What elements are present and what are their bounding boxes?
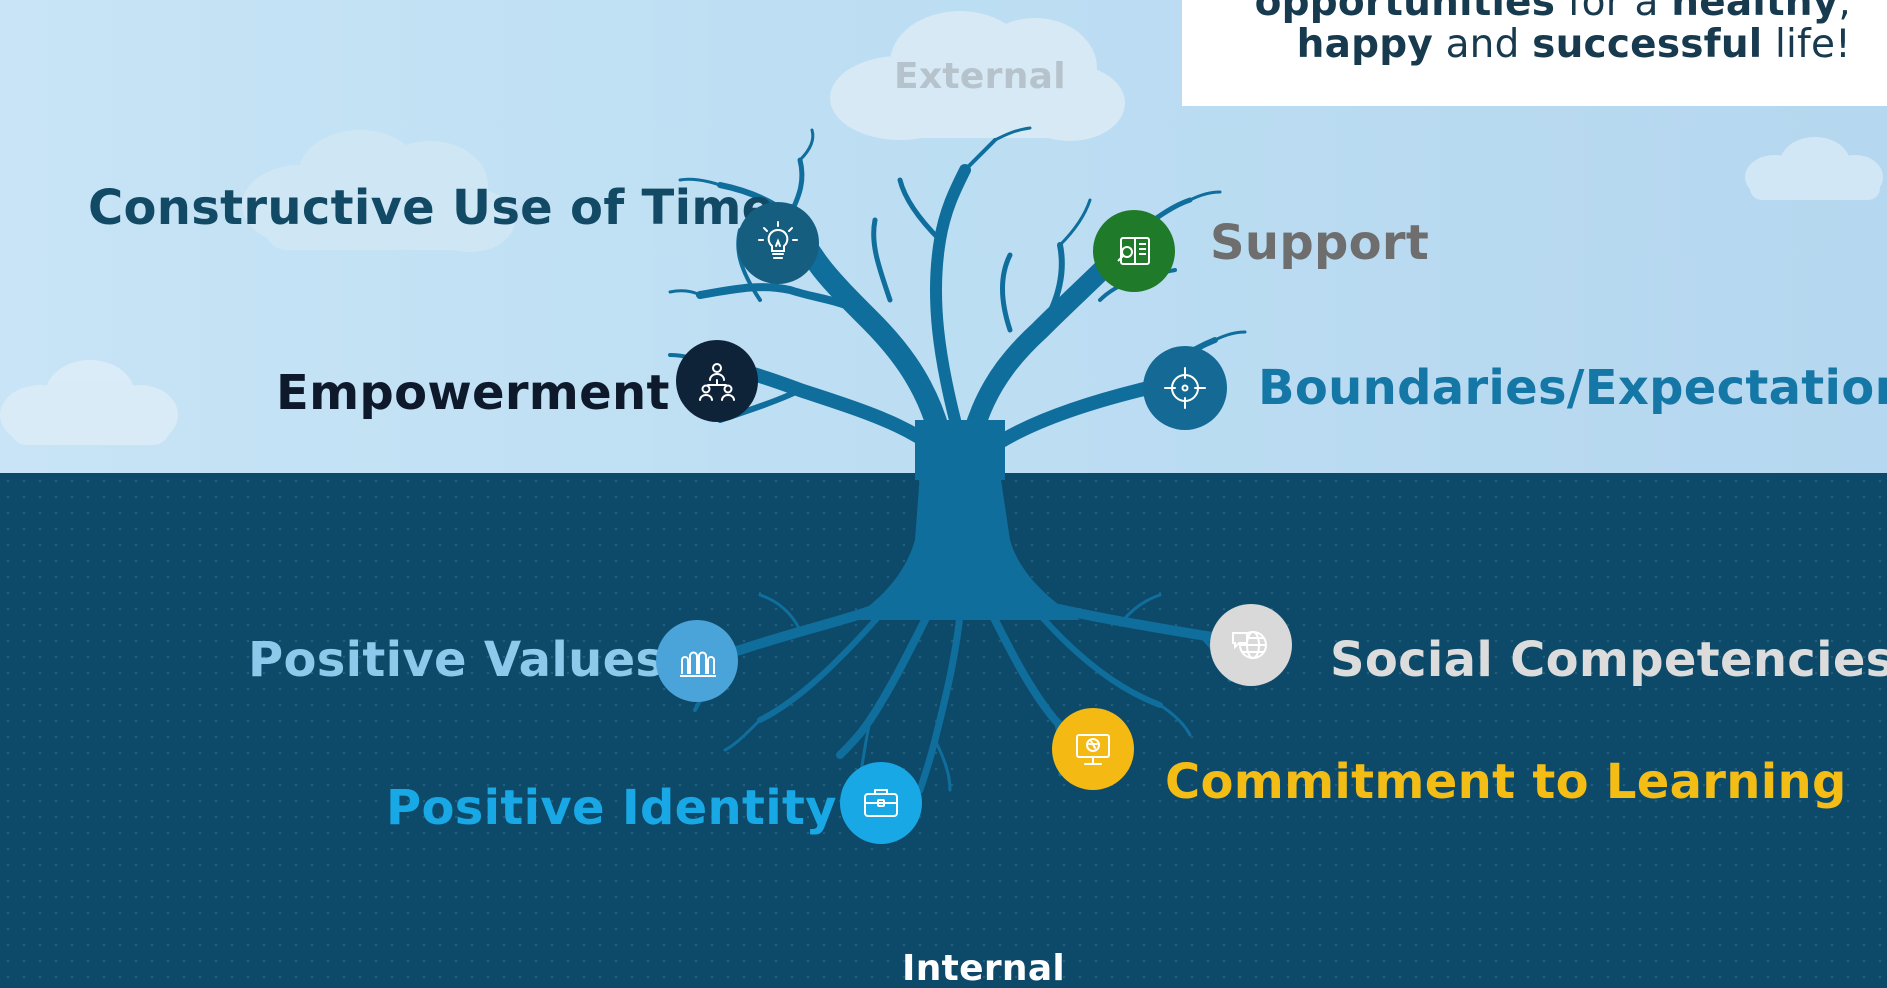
asset-label-boundaries-expectations: Boundaries/Expectations: [1258, 360, 1887, 416]
cloud-shape: [242, 130, 515, 252]
tagline-line-1-segment: for a: [1555, 0, 1672, 25]
external-label: External: [894, 56, 1066, 97]
cloud-shape: [1745, 137, 1883, 200]
asset-label-social-competencies: Social Competencies: [1330, 632, 1887, 688]
target-crosshair-icon: [1143, 346, 1227, 430]
asset-label-positive-identity: Positive Identity: [386, 780, 837, 836]
tagline-line-2-segment: and: [1432, 22, 1533, 67]
asset-label-empowerment: Empowerment: [276, 365, 670, 421]
tagline-line-2-segment: life!: [1762, 22, 1851, 67]
tagline-line-1: opportunities for a healthy,: [1255, 0, 1851, 25]
tagline-line-1-segment: opportunities: [1254, 0, 1556, 25]
tagline-line-2-segment: successful: [1532, 22, 1763, 67]
tagline-line-1-segment: ,: [1838, 0, 1851, 25]
cloud-shape: [0, 360, 178, 445]
internal-label: Internal: [902, 948, 1066, 988]
pillars-icon: [656, 620, 738, 702]
cloud-shape: [830, 11, 1125, 141]
book-search-icon: [1093, 210, 1175, 292]
tagline-line-2-segment: happy: [1296, 22, 1433, 67]
tagline-line-1-segment: healthy: [1671, 0, 1839, 25]
briefcase-icon: [840, 762, 922, 844]
globe-speech-icon: [1210, 604, 1292, 686]
asset-label-constructive-use-of-time: Constructive Use of Time: [88, 180, 775, 236]
tagline-banner: opportunities for a healthy, happy and s…: [1182, 0, 1887, 106]
asset-label-support: Support: [1210, 215, 1430, 271]
lightbulb-icon: [737, 202, 819, 284]
asset-label-commitment-to-learning: Commitment to Learning: [1165, 754, 1847, 810]
tagline-line-2: happy and successful life!: [1297, 22, 1851, 67]
computer-learning-icon: [1052, 708, 1134, 790]
asset-label-positive-values: Positive Values: [248, 632, 665, 688]
people-hierarchy-icon: [676, 340, 758, 422]
